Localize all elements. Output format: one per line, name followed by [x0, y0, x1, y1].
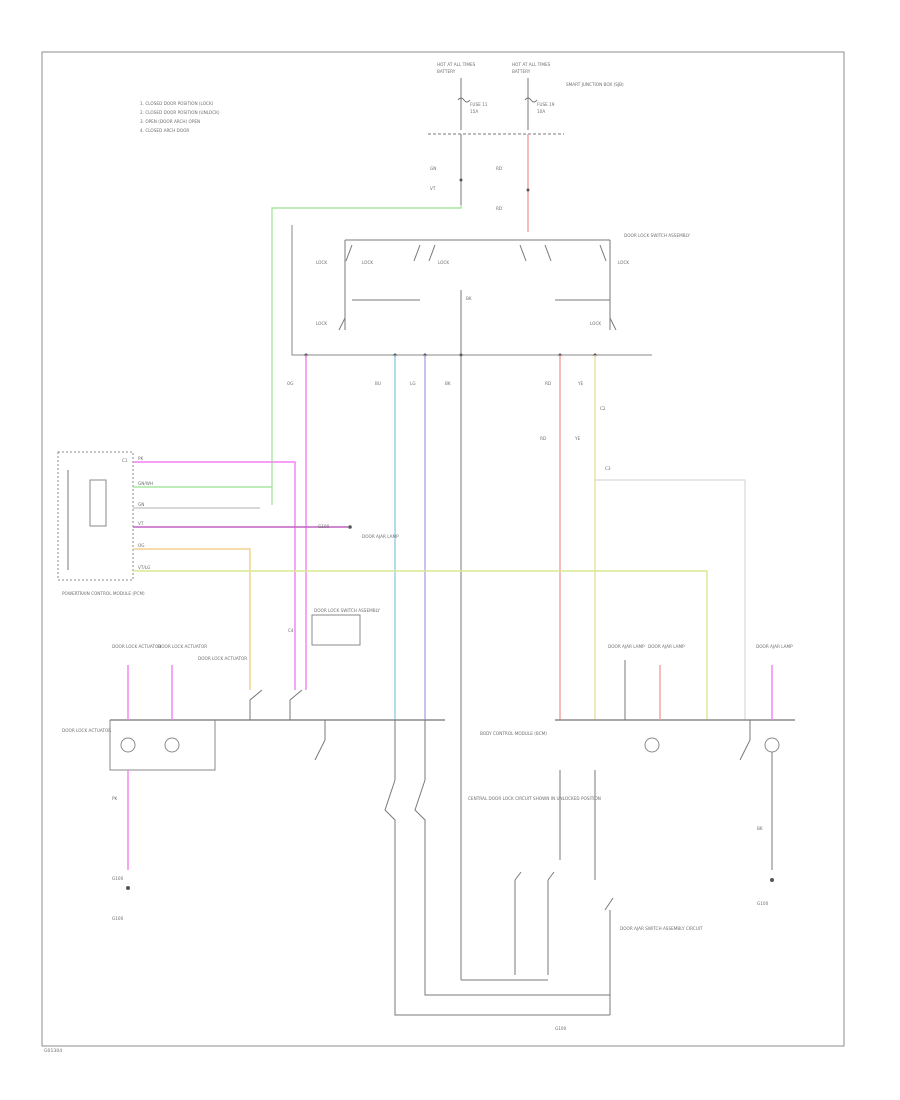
right-device-label-3: DOOR AJAR LAMP	[756, 644, 793, 649]
diagram-id: G01304	[44, 1048, 62, 1054]
label-gnwh-h: GN/WH	[138, 481, 153, 486]
fuse-box-label: SMART JUNCTION BOX (SJB)	[566, 82, 624, 87]
gauge-4	[764, 737, 780, 753]
left-module-c1: C1	[122, 458, 128, 463]
fuse-right: HOT AT ALL TIMES BATTERY FUSE 19 10A SMA…	[512, 62, 624, 130]
switch-contact-5	[544, 244, 552, 262]
note-3: 3. OPEN (DOOR ARCH) OPEN	[140, 119, 200, 124]
label-og-h: OG	[138, 543, 145, 548]
label-lg: LG	[410, 381, 416, 386]
switch-label-3: LOCK	[438, 260, 449, 265]
bottom-note-text: DOOR AJAR SWITCH ASSEMBLY CIRCUIT	[620, 926, 703, 931]
bottom-switches: DOOR AJAR SWITCH ASSEMBLY CIRCUIT G100	[384, 770, 703, 1031]
middle-connector: DOOR LOCK SWITCH ASSEMBLY C4	[288, 608, 380, 646]
label-og: OG	[287, 381, 294, 386]
label-bk-2: BK	[445, 381, 451, 386]
wire-orange-h	[133, 548, 251, 690]
gauge-2	[164, 737, 180, 753]
left-module-label: POWERTRAIN CONTROL MODULE (PCM)	[62, 591, 145, 596]
label-vt-1: VT	[430, 186, 436, 191]
fuse-right-header: HOT AT ALL TIMES	[512, 62, 551, 67]
switch-label-6: LOCK	[590, 321, 601, 326]
fuse-left-symbol	[457, 97, 471, 103]
label-pk-ground: PK	[112, 796, 118, 801]
ground-left-label: G100	[112, 876, 124, 881]
switch-contact-7	[338, 317, 346, 331]
label-rd-1: RD	[496, 166, 502, 171]
left-lower-module: DOOR LOCK ACTUATOR DOOR LOCK ACTUATOR DO…	[62, 644, 445, 780]
label-gn-1: GN	[430, 166, 436, 171]
device-label-3: DOOR LOCK ACTUATOR	[198, 656, 247, 661]
fuse-left-sub: BATTERY	[437, 69, 456, 74]
gauge-3	[644, 737, 660, 753]
switch-label-1: LOCK	[316, 260, 327, 265]
left-module: POWERTRAIN CONTROL MODULE (PCM) C1	[57, 451, 145, 596]
label-ye-2: YE	[574, 436, 581, 441]
label-c2: C2	[600, 406, 606, 411]
switch-label-2: LOCK	[362, 260, 373, 265]
fuse-left-header: HOT AT ALL TIMES	[437, 62, 476, 67]
right-device-label-2: DOOR AJAR LAMP	[648, 644, 685, 649]
device-label-1: DOOR LOCK ACTUATOR	[112, 644, 161, 649]
gauge-1	[120, 737, 136, 753]
notes-block: 1. CLOSED DOOR POSITION (LOCK) 2. CLOSED…	[140, 101, 220, 133]
note-4: 4. CLOSED ARCH DOOR	[140, 128, 189, 133]
label-rd-3: RD	[545, 381, 551, 386]
label-vtlg-h: VT/LG	[138, 565, 150, 570]
note-1: 1. CLOSED DOOR POSITION (LOCK)	[140, 101, 214, 106]
wire-pink-h1	[133, 461, 296, 690]
label-c4: C4	[288, 628, 294, 633]
switch-contact-3	[428, 244, 436, 262]
fuse-left-rating: 15A	[470, 109, 478, 114]
switch-label-5: LOCK	[316, 321, 327, 326]
label-ye-1: YE	[577, 381, 584, 386]
label-c3: C3	[605, 466, 611, 471]
wire-yellowgreen-h	[133, 570, 708, 720]
label-vt-h: VT	[138, 521, 144, 526]
switch-contact-8	[609, 317, 617, 331]
right-device-label-1: DOOR AJAR LAMP	[608, 644, 645, 649]
label-rd-2: RD	[496, 206, 502, 211]
device-label-2: DOOR LOCK ACTUATOR	[158, 644, 207, 649]
switch-contact-4	[519, 244, 527, 262]
label-rd-4: RD	[540, 436, 546, 441]
ground-right-id: G100	[757, 901, 769, 906]
ground-left-id: G100	[112, 916, 124, 921]
fuse-right-rating: 10A	[537, 109, 545, 114]
diagram-frame	[41, 51, 845, 1047]
switch-contact-6	[599, 244, 607, 262]
label-pk-h: PK	[138, 456, 144, 461]
splice-note: DOOR AJAR LAMP	[362, 534, 399, 539]
right-module: BODY CONTROL MODULE (BCM) DOOR AJAR LAMP…	[480, 644, 795, 906]
wire-green-top	[271, 205, 462, 505]
center-note: CENTRAL DOOR LOCK CIRCUIT SHOWN IN UNLOC…	[468, 796, 601, 801]
splice-label: G100	[318, 524, 330, 529]
fuse-right-name: FUSE 19	[537, 102, 555, 107]
label-gn-h: GN	[138, 502, 144, 507]
switch-assembly-label: DOOR LOCK SWITCH ASSEMBLY	[624, 233, 690, 238]
center-note-text: CENTRAL DOOR LOCK CIRCUIT SHOWN IN UNLOC…	[468, 796, 601, 801]
label-bk-right: BK	[757, 826, 763, 831]
middle-connector-label: DOOR LOCK SWITCH ASSEMBLY	[314, 608, 380, 613]
switch-contact-2	[413, 244, 421, 262]
label-bu: BU	[375, 381, 381, 386]
switch-contact-1	[345, 244, 353, 262]
bottom-ground-label: G100	[555, 1026, 567, 1031]
fuse-left: HOT AT ALL TIMES BATTERY FUSE 11 15A	[437, 62, 488, 130]
label-bk-switch: BK	[466, 296, 472, 301]
left-lower-label: DOOR LOCK ACTUATOR	[62, 728, 111, 733]
right-module-label: BODY CONTROL MODULE (BCM)	[480, 731, 547, 736]
fuse-right-symbol	[524, 97, 538, 103]
note-2: 2. CLOSED DOOR POSITION (UNLOCK)	[140, 110, 220, 115]
fuse-right-sub: BATTERY	[512, 69, 531, 74]
switch-label-4: LOCK	[618, 260, 629, 265]
fuse-left-name: FUSE 11	[470, 102, 488, 107]
switch-assembly: DOOR LOCK SWITCH ASSEMBLY LOCK LOCK LOCK…	[291, 225, 690, 357]
wire-gray-right	[595, 479, 746, 720]
